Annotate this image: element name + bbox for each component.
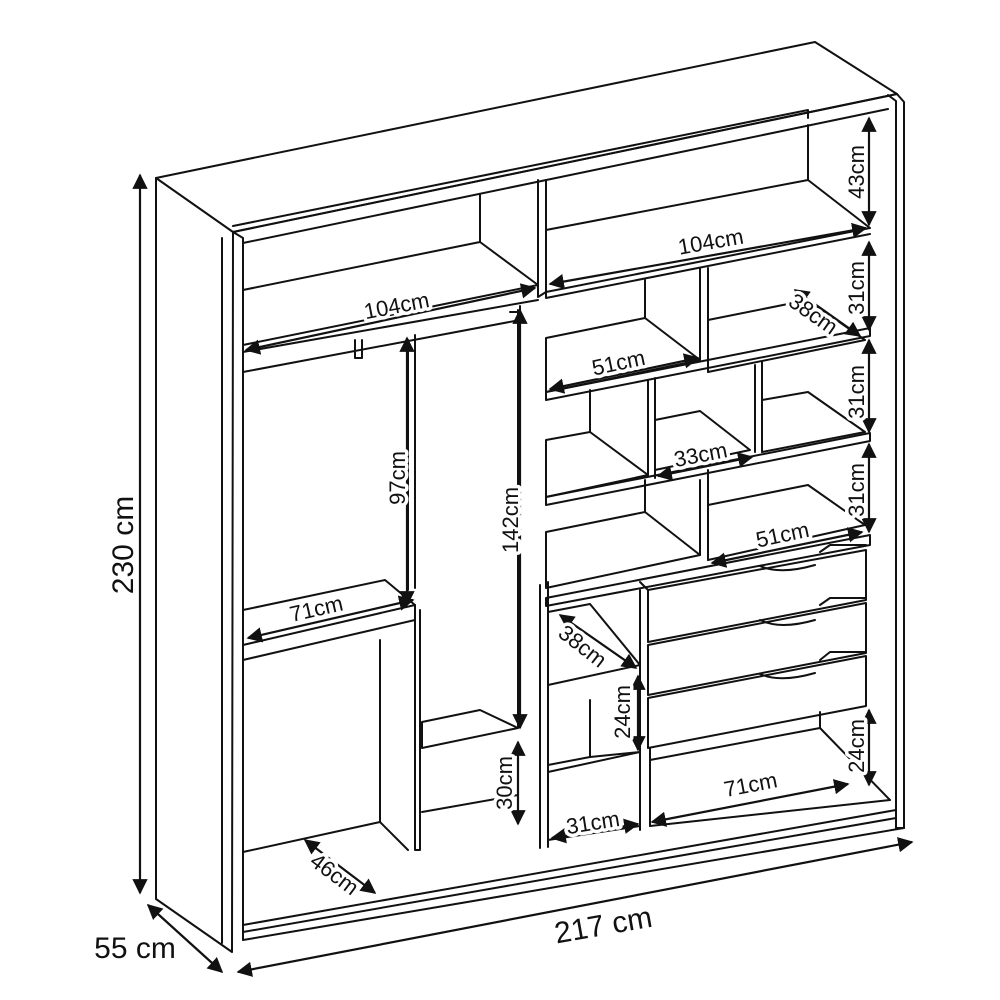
dim-top-left-line [244,283,537,355]
drawer-2[interactable] [647,602,867,696]
drawer-1[interactable] [647,549,867,643]
label-row-b: 31cm [844,365,869,419]
dimension-lines [132,116,914,977]
wardrobe-body [155,41,905,953]
dim-lower-mid-line [710,527,864,568]
label-height: 230 cm [107,496,140,594]
dim-top-right-line [548,222,868,290]
label-bottom-right-height: 24cm [844,719,869,773]
drawer-top-edges [639,544,867,661]
dim-small-shelf-line [558,614,638,669]
label-top-right-height: 43cm [844,145,869,199]
right-shelf-1b [707,299,866,373]
dim-cube-width-line [656,452,754,481]
small-cubby-shelf-2 [547,751,641,773]
label-long-rail: 142cm [498,487,523,553]
cabinet-back-top-edge [232,109,809,227]
dim-upper-right-depth-line [793,289,862,337]
cabinet-front-left-edge [221,231,244,944]
short-rail-side [379,604,421,851]
center-low-shelf [421,709,519,749]
drawer-stack [639,544,867,749]
label-small-shelf: 38cm [554,620,612,673]
dim-small-cell-width-line [550,818,640,844]
cabinet-right-side [887,93,905,829]
cabinet-front-top-edge [232,93,898,244]
label-small-cell-width: 31cm [564,806,621,839]
right-shelf-4 [545,432,871,506]
cubby-dividers-low [644,469,709,561]
top-back-panels [479,124,809,243]
cubby-dividers-top [644,267,709,373]
label-mid-shelf: 51cm [590,345,648,381]
drawer-3[interactable] [647,655,867,749]
label-row-c: 31cm [844,463,869,517]
left-bottom-floor [242,821,381,926]
right-shelf-5 [545,511,701,589]
label-depth: 55 cm [94,932,176,965]
dim-width-line [236,837,914,977]
lower-center-divider [517,309,549,849]
right-shelf-2 [545,327,871,401]
dim-short-rail-line [246,595,415,643]
label-small-cell-height: 24cm [610,685,635,739]
cabinet-top-surface [155,41,898,233]
label-short-rail: 71cm [287,590,345,626]
center-divider [537,179,547,298]
bottom-right-back [649,711,821,827]
label-row-a: 31cm [844,261,869,315]
label-bottom-depth: 46cm [306,848,364,900]
label-cube-width: 33cm [672,437,730,472]
label-lower-shelf: 30cm [492,756,517,810]
dim-depth-line [146,903,224,974]
label-bottom-right-width: 71cm [722,767,780,802]
cubby-dividers-mid [589,361,763,479]
dim-bottom-depth-line [303,839,377,894]
dim-mid-shelf-line [548,353,700,394]
label-rail-height: 97cm [385,451,410,505]
label-upper-right-depth: 38cm [784,288,842,339]
dim-bottom-right-line [650,779,850,827]
